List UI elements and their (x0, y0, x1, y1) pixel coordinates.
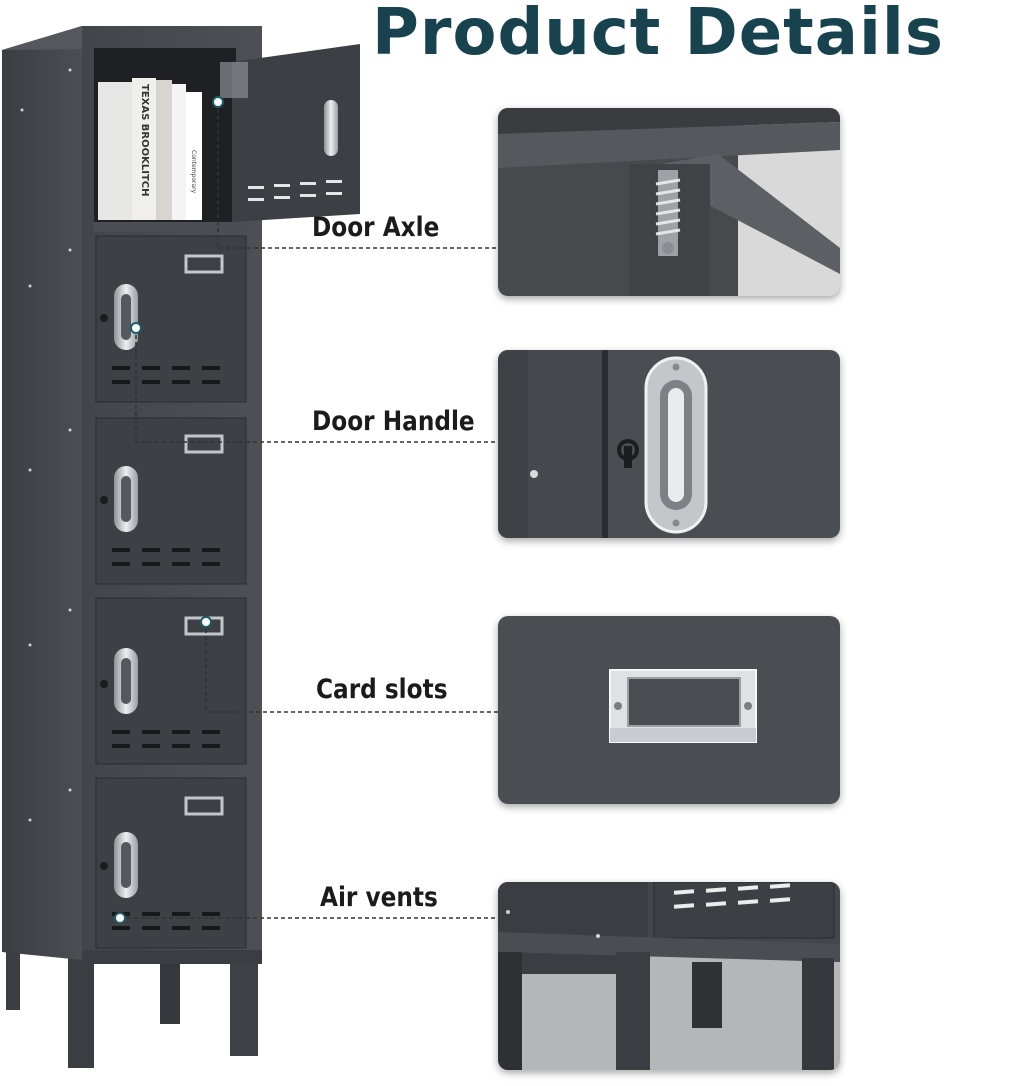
label-door-axle: Door Axle (312, 212, 440, 243)
card-slot-icon (609, 669, 757, 743)
detail-card-door-axle (498, 108, 840, 296)
book-spines: TEXAS BROOKLITCH Contemporary (139, 84, 197, 196)
detail-card-card-slots (498, 616, 840, 804)
detail-card-air-vents (498, 882, 840, 1070)
label-card-slots: Card slots (316, 674, 448, 705)
page-title: Product Details (372, 0, 944, 70)
locker-illustration (2, 26, 360, 1068)
book-spine-1: TEXAS BROOKLITCH (139, 84, 150, 196)
book-spine-2: Contemporary (190, 150, 197, 194)
detail-card-door-handle (498, 350, 840, 538)
label-air-vents: Air vents (320, 882, 438, 913)
door-handle-icon (644, 356, 708, 534)
label-door-handle: Door Handle (312, 406, 475, 437)
keyhole-icon (617, 439, 639, 468)
